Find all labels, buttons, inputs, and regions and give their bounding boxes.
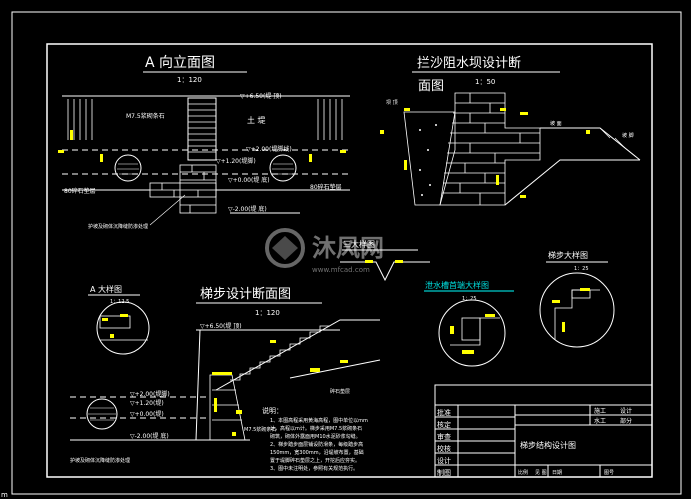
- step-el-650: ▽+6.50(堤 顶): [200, 322, 242, 330]
- title-date-label: 日期: [552, 470, 562, 476]
- step-rock-label: M7.5浆砌条石: [244, 426, 276, 433]
- a-detail: A 大样图 1：12.5: [88, 284, 150, 355]
- watermark: 沐风网 www.mfcad.com: [265, 228, 384, 274]
- note-line: 1、本图高程采用黄海高程，图中单位以mm: [270, 417, 368, 424]
- note-line: 砌筑，砌体外露面用M10水泥砂浆勾缝。: [270, 433, 361, 440]
- sand-dam-top: 坝 顶: [386, 99, 398, 106]
- note-line: 150mm，宽300mm，沿堤坡布置，基础: [270, 449, 364, 456]
- sand-dam-section: 拦沙阻水坝设计断 面图 1：50 坡 脚 坡 面 坝: [380, 56, 641, 206]
- sand-dam-slope: 坡 面: [550, 120, 562, 127]
- step-el-200: ▽+2.00(堤脚): [130, 390, 170, 398]
- drain-detail-title: 泄水槽首端大样图: [425, 280, 489, 290]
- title-design-stage: 施工: [594, 407, 606, 415]
- title-row-label: 核定: [437, 420, 451, 429]
- sand-dam-title-2: 面图: [418, 79, 444, 94]
- title-block: 批准 核定 审查 校核 设计 制图 施工 设计 水工 部分 梯步结构设计图 比例…: [434, 384, 653, 478]
- title-row-label: 制图: [437, 468, 451, 477]
- a-detail-title: A 大样图: [90, 284, 122, 294]
- notes-heading: 说明：: [262, 406, 283, 415]
- front-gravel-right: 80碎石垫层: [310, 183, 342, 191]
- title-row-label: 校核: [437, 444, 451, 453]
- step-section-title: 梯步设计断面图: [200, 287, 291, 302]
- title-row-label: 设计: [437, 456, 451, 465]
- drain-detail-scale: 1：25: [462, 296, 477, 302]
- sand-dam-toe: 坡 脚: [622, 132, 634, 139]
- step-detail: 梯步大样图 1：25: [539, 250, 615, 348]
- front-view-scale: 1：120: [177, 76, 202, 84]
- note-line: 置于堤脚碎石垫层之上，开挖后应夯实。: [270, 457, 360, 464]
- step-note: 护坡及砌体沉降缝防渗处理: [70, 457, 130, 464]
- front-dike-label: 土 堤: [247, 115, 266, 125]
- front-el-650: ▽+6.50(堤 顶): [240, 92, 282, 100]
- inner-frame: [46, 43, 653, 478]
- front-gravel-left: 80碎石垫层: [64, 187, 96, 195]
- title-water: 水工: [594, 417, 606, 425]
- middle-detail: 三大样图: [340, 239, 430, 282]
- step-detail-title: 梯步大样图: [548, 250, 588, 260]
- note-line: 计，高程以m计。梯步采用M7.5浆砌条石: [270, 425, 362, 432]
- front-rock-label: M7.5浆砌条石: [126, 112, 165, 120]
- middle-detail-title: 三大样图: [343, 239, 375, 249]
- note-line: 3、图中未注明处，参照有关规范执行。: [270, 465, 358, 472]
- front-el-m200: ▽-2.00(堤 底): [228, 205, 267, 213]
- step-section-scale: 1：120: [255, 309, 280, 317]
- front-view-title: A 向立面图: [145, 55, 215, 71]
- title-scale-value: 见 图: [535, 470, 547, 476]
- step-gravel-label: 碎石垫层: [330, 388, 350, 395]
- step-el-120: ▽+1.20(堤): [130, 399, 164, 407]
- title-row-label: 批准: [437, 408, 451, 417]
- title-scale-label: 比例: [518, 469, 528, 476]
- title-row-label: 审查: [437, 432, 451, 441]
- drain-detail: 泄水槽首端大样图 1：25: [424, 280, 514, 367]
- step-el-m200: ▽-2.00(堤 底): [130, 432, 169, 440]
- notes: 说明： 1、本图高程采用黄海高程，图中单位以mm 计，高程以m计。梯步采用M7.…: [262, 406, 368, 472]
- front-el-120: ▽+1.20(堤脚): [216, 157, 256, 165]
- outer-frame: [11, 11, 682, 495]
- watermark-url: www.mfcad.com: [312, 266, 370, 274]
- watermark-text: 沐风网: [312, 234, 384, 262]
- step-detail-scale: 1：25: [574, 266, 589, 272]
- title-number-label: 图号: [604, 470, 614, 476]
- sand-dam-scale: 1：50: [475, 78, 495, 86]
- step-el-000: ▽+0.00(堤): [130, 410, 164, 418]
- title-dept: 部分: [620, 417, 632, 425]
- command-line[interactable]: m: [1, 491, 8, 499]
- title-design-label: 设计: [620, 407, 632, 415]
- front-note: 护坡及砌体沉降缝防渗处理: [88, 223, 148, 230]
- sand-dam-title-1: 拦沙阻水坝设计断: [417, 56, 521, 71]
- note-line: 2、梯步踏步面层铺设防滑条，每级踏步高: [270, 441, 363, 448]
- front-el-000: ▽+0.00(堤 底): [228, 176, 270, 184]
- front-el-200: ▽+2.00(堤脚线): [246, 145, 292, 153]
- drawing-name: 梯步结构设计图: [520, 440, 576, 450]
- front-view: A 向立面图 1：120: [58, 55, 350, 230]
- step-section: 梯步设计断面图 1：120 ▽+6.50(堤 顶) ▽+2.00(堤脚): [70, 287, 381, 464]
